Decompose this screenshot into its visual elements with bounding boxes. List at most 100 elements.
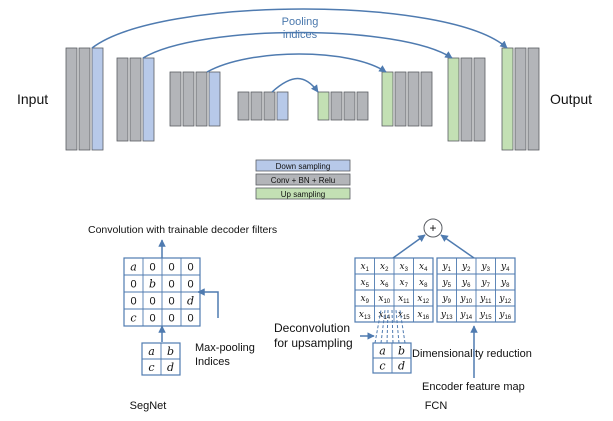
legend-item-conv: Conv + BN + Relu bbox=[255, 173, 351, 186]
downsample-layer bbox=[142, 57, 155, 142]
grid-cell: c bbox=[130, 312, 136, 325]
grid-cell: x13 bbox=[359, 310, 371, 321]
grid-cell: x15 bbox=[398, 310, 410, 321]
grid-cell: x1 bbox=[361, 262, 370, 273]
grid-cell: x14 bbox=[378, 310, 390, 321]
conv-layer bbox=[237, 91, 250, 121]
grid-cell: d bbox=[167, 361, 174, 374]
grid-cell: 0 bbox=[168, 279, 174, 291]
grid-cell: b bbox=[149, 278, 156, 291]
grid-cell: a bbox=[130, 261, 137, 274]
grid-cell: d bbox=[187, 295, 194, 308]
deconv-label-2: for upsampling bbox=[274, 336, 353, 350]
upsample-layer bbox=[447, 57, 460, 142]
deconv-dashed-lines bbox=[374, 309, 406, 344]
conv-layer bbox=[330, 91, 343, 121]
grid-cell: y7 bbox=[481, 278, 491, 289]
grid-cell: x16 bbox=[417, 310, 429, 321]
grid-cell: 0 bbox=[149, 296, 155, 308]
legend-down-label: Down sampling bbox=[276, 162, 331, 171]
conv-layer bbox=[169, 71, 182, 127]
grid-cell: 0 bbox=[187, 262, 193, 274]
grid-cell: x12 bbox=[417, 294, 429, 305]
dim-reduction-label: Dimensionality reduction bbox=[412, 348, 532, 360]
max-pooling-label-1: Max-pooling bbox=[195, 342, 255, 354]
grid-cell: 0 bbox=[168, 296, 174, 308]
legend: Down sampling Conv + BN + Relu Up sampli… bbox=[255, 159, 351, 200]
enc-block-3 bbox=[169, 71, 221, 127]
grid-cell: x11 bbox=[398, 294, 410, 305]
skip-arrow-2 bbox=[142, 31, 453, 59]
grid-cell: x9 bbox=[361, 294, 370, 305]
grid-cell: x5 bbox=[361, 278, 370, 289]
grid-cell: y14 bbox=[459, 310, 472, 321]
grid-cell: x4 bbox=[419, 262, 428, 273]
downsample-layer bbox=[91, 47, 104, 151]
grid-cell: y2 bbox=[461, 262, 471, 273]
conv-layer bbox=[527, 47, 540, 151]
upsample-layer bbox=[317, 91, 330, 121]
pooling-index-arrows bbox=[91, 8, 508, 93]
conv-layer bbox=[460, 57, 473, 142]
dec-block-0 bbox=[501, 47, 540, 151]
grid-cell: y10 bbox=[459, 294, 472, 305]
grid-cell: 0 bbox=[130, 296, 136, 308]
conv-layer bbox=[514, 47, 527, 151]
grid-cell: c bbox=[148, 361, 154, 374]
dec-block-1 bbox=[447, 57, 486, 142]
grid-cell: d bbox=[398, 360, 405, 373]
fcn-name: FCN bbox=[425, 400, 448, 412]
grid-cell: 0 bbox=[168, 313, 174, 325]
grid-cell: 0 bbox=[187, 313, 193, 325]
legend-item-down: Down sampling bbox=[255, 159, 351, 172]
sum-symbol: + bbox=[429, 221, 436, 235]
encoder-decoder-network bbox=[65, 47, 540, 151]
skip-arrow-3 bbox=[206, 53, 387, 73]
segnet-name: SegNet bbox=[130, 400, 167, 412]
legend-conv-label: Conv + BN + Relu bbox=[271, 176, 335, 185]
grid-cell: y3 bbox=[481, 262, 491, 273]
conv-layer bbox=[356, 91, 369, 121]
grid-cell: x2 bbox=[380, 262, 389, 273]
encoder-map-label: Encoder feature map bbox=[422, 381, 525, 393]
max-pooling-label-2: Indices bbox=[195, 356, 230, 368]
grid-cell: y11 bbox=[479, 294, 492, 305]
skip-arrow-4 bbox=[271, 77, 319, 93]
conv-layer bbox=[250, 91, 263, 121]
enc-block-2 bbox=[116, 57, 155, 142]
conv-layer bbox=[116, 57, 129, 142]
conv-layer bbox=[407, 71, 420, 127]
conv-layer bbox=[263, 91, 276, 121]
deconv-label-1: Deconvolution bbox=[274, 321, 350, 335]
grid-cell: y9 bbox=[442, 294, 452, 305]
grid-cell: 0 bbox=[149, 313, 155, 325]
conv-layer bbox=[129, 57, 142, 142]
max-pooling-arrow bbox=[197, 288, 219, 318]
grid-cell: x7 bbox=[400, 278, 409, 289]
sum-node bbox=[423, 218, 443, 238]
downsample-layer bbox=[208, 71, 221, 127]
grid-cell: x8 bbox=[419, 278, 428, 289]
input-label: Input bbox=[17, 91, 48, 107]
output-label: Output bbox=[550, 91, 592, 107]
grid-cell: a bbox=[148, 345, 155, 358]
upsample-layer bbox=[501, 47, 514, 151]
skip-arrow-1 bbox=[91, 8, 508, 49]
grid-cell: b bbox=[167, 345, 174, 358]
grid-cell: y13 bbox=[440, 310, 453, 321]
grid-cell: x3 bbox=[400, 262, 409, 273]
pooling-label-line1: Pooling bbox=[282, 16, 319, 28]
grid-cell: x10 bbox=[378, 294, 390, 305]
dec-block-2 bbox=[381, 71, 433, 127]
upsample-layer bbox=[381, 71, 394, 127]
grid-cell: 0 bbox=[149, 262, 155, 274]
enc-block-1 bbox=[65, 47, 104, 151]
bottleneck bbox=[237, 91, 289, 121]
pooling-label-line2: indices bbox=[283, 29, 318, 41]
grid-cell: y6 bbox=[461, 278, 471, 289]
conv-layer bbox=[78, 47, 91, 151]
